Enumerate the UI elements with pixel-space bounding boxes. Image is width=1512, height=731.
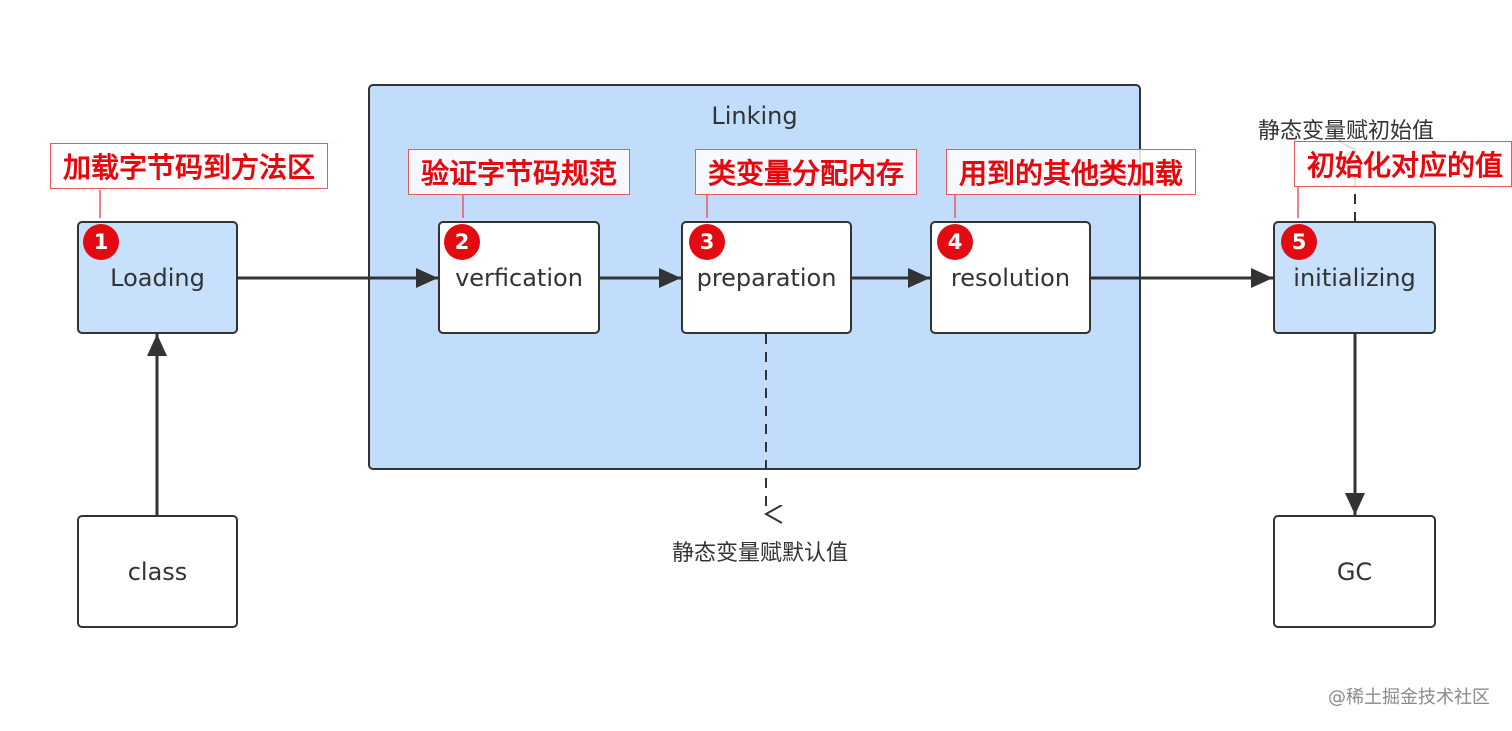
node-verification: verfication [438,221,600,334]
note-default-values: 静态变量赋默认值 [672,541,849,566]
step-badge-5: 5 [1281,224,1317,260]
node-gc: GC [1273,515,1436,628]
linking-group-title: Linking [711,102,798,130]
step-badge-4: 4 [937,224,973,260]
step-badge-2: 2 [444,224,480,260]
step-badge-1: 1 [83,224,119,260]
callout-3: 类变量分配内存 [695,149,918,195]
callout-1: 加载字节码到方法区 [50,143,329,189]
step-badge-3: 3 [689,224,725,260]
callout-4: 用到的其他类加载 [946,149,1197,195]
callout-2: 验证字节码规范 [408,149,631,195]
callout-5: 初始化对应的值 [1294,141,1512,187]
watermark: @稀土掘金技术社区 [1328,687,1490,708]
node-class: class [77,515,238,628]
node-initializing: initializing [1273,221,1436,334]
note-initial-values: 静态变量赋初始值 [1258,119,1435,144]
